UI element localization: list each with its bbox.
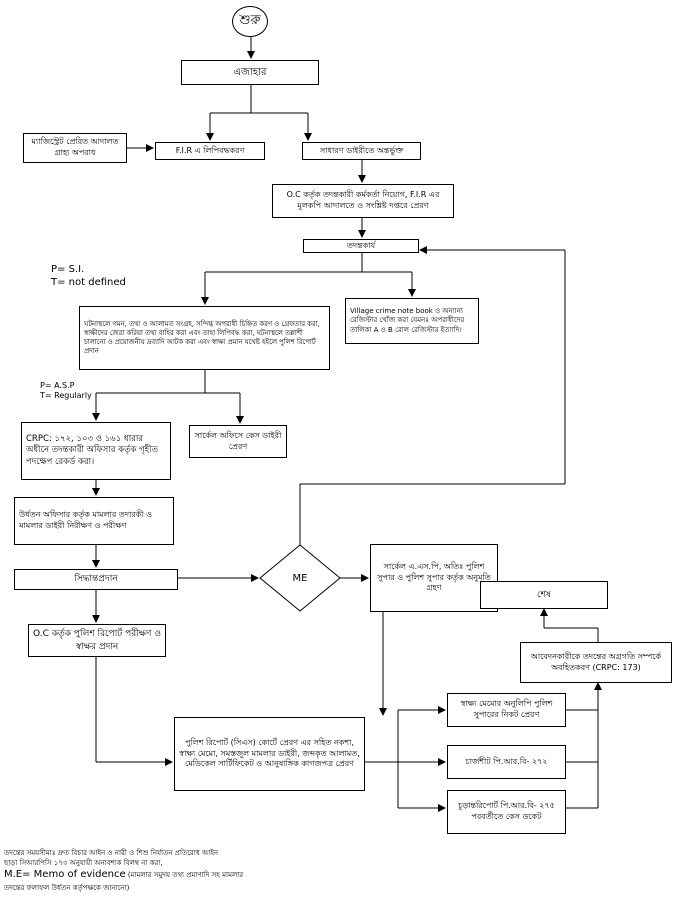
chargesheet-box: চার্জশীট পি.আর.বি- ২৭২ bbox=[447, 745, 566, 779]
p-asp-label: P= A.S.P bbox=[40, 381, 75, 390]
village-crime-box: Village crime note book ও অন্যান্য রেজিস… bbox=[345, 298, 479, 344]
t-not-defined-label: T= not defined bbox=[51, 277, 126, 288]
final-report-box: চূড়ান্তরিপোর্ট পি.আর.বি- ২৭৫ পরবর্তীতে … bbox=[447, 790, 566, 834]
oc-appoint-box: O.C কর্তৃক তদন্তকারী কর্মকর্তা নিয়োগ, F… bbox=[272, 184, 454, 218]
ps-si-label: P= S.I. bbox=[51, 264, 85, 275]
police-report-send-box: পুলিশ রিপোর্ট (সিএস) কোর্টে প্রেরণ এর সহ… bbox=[174, 717, 365, 791]
circle-office-box: সার্কেল অফিসে কেস ডাইরী প্রেরণ bbox=[189, 425, 287, 458]
witness-memo-box: স্বাক্ষ্য মেমোর অনুলিপি পুলিশ সুপারের নি… bbox=[447, 693, 566, 727]
investigation-box: তদন্তকার্য bbox=[303, 239, 419, 253]
crime-scene-box: ঘটনাস্থলে গমন, তথ্য ও আলামত সংগ্রহ, সন্দ… bbox=[79, 306, 330, 370]
decision-box: সিদ্ধান্তপ্রদান bbox=[14, 569, 178, 590]
ejahar-box: এজাহার bbox=[181, 60, 319, 85]
crpc-record-box: CRPC: ১৭২, ১০৩ ও ১৬১ ধারার অধীনে তদন্তকা… bbox=[21, 422, 171, 480]
inform-applicant-box: আবেদনকারীকে তদন্তের অগ্রগতি সম্পর্কে অবহ… bbox=[520, 642, 672, 683]
fir-record-box: F.I.R এ লিপিবদ্ধকরণ bbox=[155, 142, 265, 160]
oc-police-report-box: O.C কর্তৃক পুলিশ রিপোর্ট পরীক্ষণ ও স্বাক… bbox=[28, 624, 166, 657]
footnote-line-4: তদন্তের ফলাফল উর্ধতন কর্তৃপক্ষকে জানানো) bbox=[4, 883, 130, 892]
general-diary-box: সাধারণ ডাইরীতে অন্তর্ভুক্ত bbox=[302, 142, 421, 160]
footnote-me-definition: M.E= Memo of evidence bbox=[4, 869, 126, 881]
me-decision-diamond bbox=[259, 544, 341, 612]
senior-officer-box: উর্ধতন অফিসার কর্তৃক মামলার তদারকী ও মাম… bbox=[14, 497, 174, 545]
footnote: তদন্তের সময়সীমাঃ দ্রুত বিচার আইন ও নারী… bbox=[4, 848, 304, 893]
footnote-line-1: তদন্তের সময়সীমাঃ দ্রুত বিচার আইন ও নারী… bbox=[4, 849, 219, 857]
footnote-line-2: ছাড়া সিআরপিসি ১৭৩ অনুযায়ী অনাবশ্যক বিল… bbox=[4, 859, 163, 868]
end-box: শেষ bbox=[480, 581, 608, 609]
t-regularly-label: T= Regularly bbox=[40, 391, 92, 400]
circle-asp-box: সার্কেল এ.এস.পি, অতিঃ পুলিশ সুপার ও পুলি… bbox=[370, 544, 498, 612]
footnote-me-detail: (মামলার সমুদয় তথ্য প্রমাণাদি সহ মামলার bbox=[125, 871, 244, 880]
magistrate-box: ম্যাজিস্ট্রেট প্রেরিত আদালত গ্রাহ্য অপরা… bbox=[23, 133, 127, 163]
start-node: শুরু bbox=[232, 6, 268, 37]
footnote-line-3: M.E= Memo of evidence (মামলার সমুদয় তথ্… bbox=[4, 868, 304, 883]
me-label: ME bbox=[292, 572, 308, 584]
